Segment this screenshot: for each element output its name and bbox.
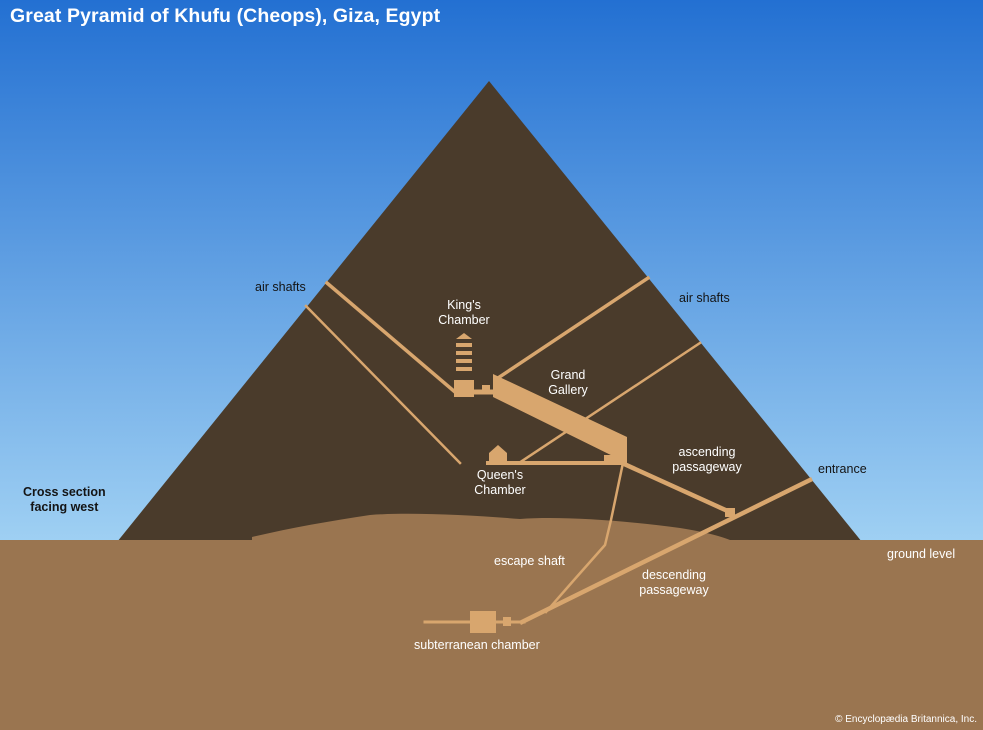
- label-entrance: entrance: [818, 462, 867, 476]
- section-note-line-2: facing west: [30, 500, 99, 514]
- chambers: [454, 333, 735, 633]
- label-grand-gallery-line-2: Gallery: [548, 383, 588, 397]
- queen-south-air-shaft: [517, 341, 702, 465]
- label-descending-line-1: descending: [642, 568, 706, 582]
- subterranean-chamber: [470, 611, 496, 633]
- label-descending-line-2: passageway: [639, 583, 709, 597]
- bedrock-mound: [252, 513, 730, 540]
- label-kings-chamber-line-2: Chamber: [438, 313, 490, 327]
- antechamber: [482, 385, 490, 393]
- label-escape-shaft: escape shaft: [494, 554, 565, 568]
- relieving-chamber-roof: [456, 333, 472, 339]
- escape-shaft-line: [544, 456, 626, 614]
- ground: [0, 540, 983, 730]
- label-descending-passageway: descending passageway: [632, 568, 716, 598]
- label-ascending-line-1: ascending: [678, 445, 736, 459]
- copyright-credit: © Encyclopædia Britannica, Inc.: [835, 714, 977, 725]
- label-air-shafts-right: air shafts: [679, 291, 730, 305]
- label-ascending-passageway: ascending passageway: [665, 445, 749, 475]
- label-ground-level: ground level: [887, 547, 956, 561]
- label-queens-chamber-line-2: Chamber: [474, 483, 526, 497]
- label-subterranean-chamber: subterranean chamber: [414, 638, 540, 652]
- kings-chamber: [454, 380, 474, 397]
- section-note-line-1: Cross section: [23, 485, 106, 499]
- label-grand-gallery-line-1: Grand: [550, 368, 586, 382]
- relieving-chamber-2: [456, 359, 472, 363]
- section-orientation-note: Cross section facing west: [23, 485, 106, 515]
- relieving-chamber-1: [456, 367, 472, 371]
- label-kings-chamber: King's Chamber: [429, 298, 499, 328]
- diagram-title: Great Pyramid of Khufu (Cheops), Giza, E…: [10, 5, 441, 27]
- label-queens-chamber-line-1: Queen's: [476, 468, 524, 482]
- label-air-shafts-left: air shafts: [255, 280, 306, 294]
- pyramid-body: [117, 81, 862, 542]
- passage-junction: [725, 508, 735, 517]
- label-ascending-line-2: passageway: [672, 460, 742, 474]
- relieving-chamber-3: [456, 351, 472, 355]
- label-grand-gallery: Grand Gallery: [533, 368, 603, 398]
- queen-north-air-shaft: [304, 304, 462, 465]
- relieving-chamber-4: [456, 343, 472, 347]
- grand-gallery: [493, 374, 627, 463]
- label-kings-chamber-line-1: King's: [447, 298, 481, 312]
- king-south-air-shaft: [495, 275, 651, 381]
- ascending-passageway-line: [619, 460, 735, 516]
- label-queens-chamber: Queen's Chamber: [463, 468, 537, 498]
- queens-chamber: [489, 445, 507, 465]
- passages: [304, 275, 814, 626]
- descending-passageway-line: [518, 476, 814, 626]
- king-north-air-shaft: [324, 280, 458, 395]
- grand-gallery-step: [604, 455, 627, 463]
- subterranean-niche: [503, 617, 511, 626]
